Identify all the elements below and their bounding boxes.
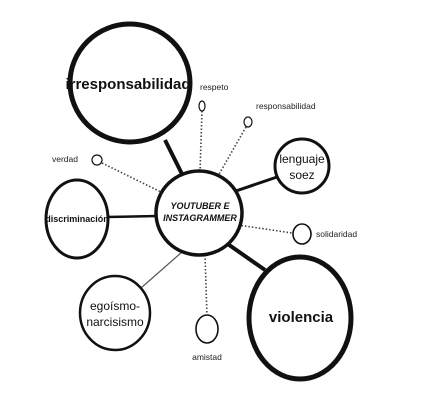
node-egoismo-narcisismo: egoísmo- narcisismo bbox=[78, 274, 152, 352]
responsabilidad-label: responsabilidad bbox=[256, 101, 316, 111]
node-lenguaje-soez: lenguaje soez bbox=[273, 137, 331, 195]
link-responsabilidad bbox=[217, 126, 247, 177]
link-irresponsabilidad bbox=[163, 139, 184, 175]
node-lenguaje-label-1: lenguaje bbox=[279, 152, 325, 166]
link-lenguaje bbox=[229, 174, 281, 195]
node-irresponsabilidad-label: irresponsabilidad bbox=[65, 76, 190, 93]
respeto-label: respeto bbox=[200, 82, 229, 92]
solidaridad-label: solidaridad bbox=[316, 229, 357, 239]
link-verdad bbox=[101, 162, 164, 194]
amistad-label: amistad bbox=[192, 352, 222, 362]
node-violencia: violencia bbox=[246, 254, 354, 382]
link-amistad bbox=[204, 254, 208, 317]
node-amistad: amistad bbox=[192, 314, 222, 362]
node-solidaridad: solidaridad bbox=[292, 223, 357, 245]
node-egoismo-label-1: egoísmo- bbox=[90, 299, 140, 313]
node-verdad: verdad bbox=[52, 154, 103, 166]
link-respeto bbox=[199, 110, 203, 173]
verdad-label: verdad bbox=[52, 154, 78, 164]
node-respeto: respeto bbox=[198, 82, 229, 112]
node-center: YOUTUBER E INSTAGRAMMER bbox=[154, 169, 244, 257]
node-violencia-label: violencia bbox=[269, 309, 334, 326]
node-irresponsabilidad: irresponsabilidad bbox=[65, 21, 193, 145]
node-discriminacion-label: discriminación bbox=[45, 214, 109, 224]
node-discriminacion: discriminación bbox=[44, 178, 110, 260]
link-discriminacion bbox=[105, 214, 159, 219]
node-egoismo-label-2: narcisismo bbox=[86, 315, 144, 329]
link-solidaridad bbox=[237, 224, 293, 234]
center-label-2: INSTAGRAMMER bbox=[163, 213, 237, 223]
center-label-1: YOUTUBER E bbox=[170, 201, 230, 211]
node-responsabilidad: responsabilidad bbox=[243, 101, 316, 128]
node-lenguaje-label-2: soez bbox=[289, 168, 314, 182]
